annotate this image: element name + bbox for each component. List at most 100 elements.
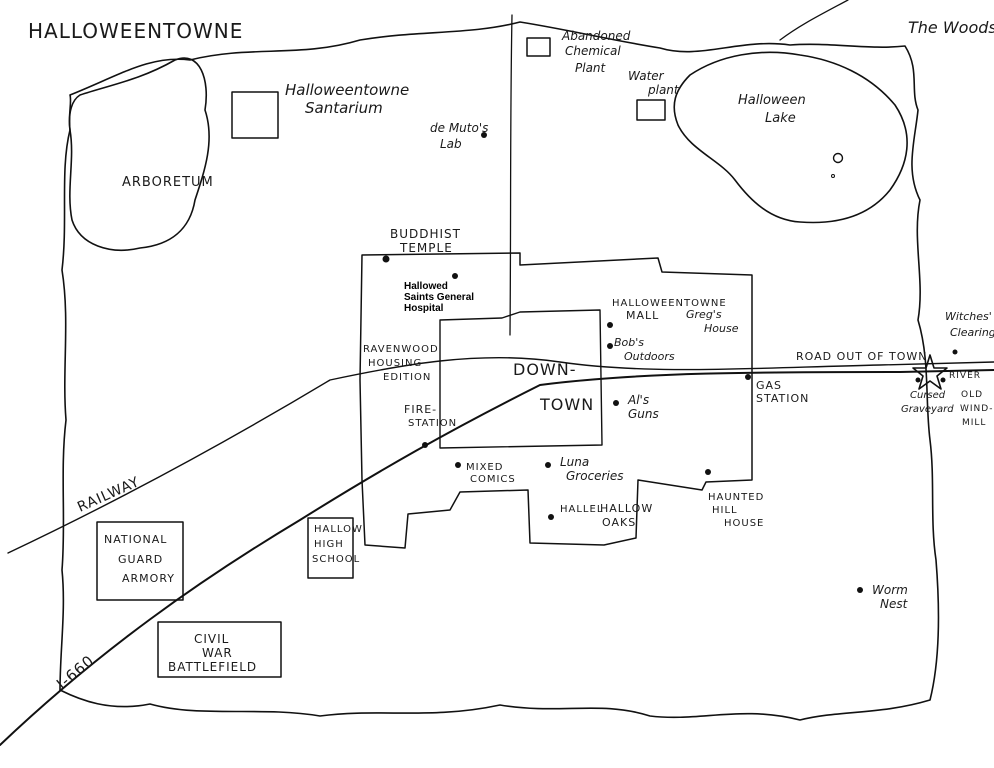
armory-building (96, 521, 184, 601)
demutos-lab-label-1: de Muto's (430, 121, 488, 135)
als-guns-label-1: Al's (627, 393, 649, 407)
railway-line (7, 356, 994, 554)
hospital-label-1: Hallowed (404, 281, 448, 292)
lake-label-1: Halloween (738, 93, 806, 108)
armory-label-1: NATIONAL (104, 533, 167, 546)
mall-marker (607, 322, 613, 328)
gas-station-label-2: STATION (756, 392, 809, 405)
chemical-plant-label-1: Abandoned (561, 29, 631, 43)
hallow-oaks-label-2: OAKS (602, 516, 636, 529)
mixed-comics-marker (455, 462, 461, 468)
luna-groceries-label-1: Luna (560, 455, 589, 469)
mall-label-1: HALLOWEENTOWNE (612, 298, 727, 309)
santarium-label-2: Santarium (305, 99, 383, 117)
battlefield-area (157, 621, 282, 678)
worm-nest-marker (857, 587, 863, 593)
mall-label-2: MALL (626, 309, 659, 322)
windmill-label-2: WIND- (960, 404, 993, 414)
halloween-lake (673, 51, 908, 224)
haunted-hill-label-2: HILL (712, 505, 738, 516)
worm-nest-label-2: Nest (880, 597, 909, 611)
luna-groceries-label-2: Groceries (566, 469, 623, 483)
chemical-plant-building (526, 37, 551, 57)
ravenwood-label-3: EDITION (383, 372, 431, 383)
battlefield-label-3: BATTLEFIELD (168, 660, 257, 674)
woods-label: The Woods (908, 18, 994, 37)
witches-clearing-label-2: Clearing (950, 326, 994, 339)
arboretum-label: ARBORETUM (122, 175, 214, 190)
buddhist-temple-label-1: BUDDHIST (390, 227, 461, 241)
gas-station-marker (745, 374, 751, 380)
gregs-house-label-2: House (704, 322, 739, 335)
railway-label: RAILWAY (75, 474, 142, 516)
chemical-plant-label-3: Plant (575, 61, 607, 75)
bobs-outdoors-label-1: Bob's (614, 336, 644, 349)
high-school-label-2: HIGH (314, 539, 344, 550)
district-boundary (359, 252, 753, 549)
fire-station-label-1: FIRE- (404, 403, 437, 416)
hallel-label: HALLEL (560, 504, 603, 515)
high-school-label-3: SCHOOL (312, 554, 360, 565)
graveyard-star-icon (912, 354, 948, 390)
haunted-hill-label-1: HAUNTED (708, 492, 764, 503)
armory-label-3: ARMORY (122, 572, 175, 585)
hospital-label-3: Hospital (404, 303, 444, 314)
hospital-label-2: Saints General (404, 292, 474, 303)
arboretum-area (68, 57, 210, 251)
graveyard-label-1: Cursed (910, 390, 946, 401)
road-out-label: ROAD OUT OF TOWN (796, 350, 928, 363)
als-guns-label-2: Guns (628, 407, 659, 421)
armory-label-2: GUARD (118, 553, 163, 566)
graveyard-marker (915, 377, 921, 383)
river-label: RIVER (949, 371, 981, 381)
hospital-marker (452, 273, 458, 279)
chemical-plant-label-2: Chemical (565, 44, 621, 58)
witches-clearing-marker (952, 349, 958, 355)
santarium-building (231, 91, 279, 139)
mixed-comics-label-2: COMICS (470, 474, 516, 485)
haunted-hill-marker (705, 469, 711, 475)
fire-station-marker (422, 442, 428, 448)
gregs-house-label-1: Greg's (686, 308, 722, 321)
hallow-oaks-label-1: HALLOW (600, 502, 653, 515)
water-plant-label-1: Water (628, 69, 665, 83)
fire-station-label-2: STATION (408, 418, 457, 429)
river-marker (940, 377, 946, 383)
downtown-label-2: TOWN (539, 395, 594, 414)
mixed-comics-label-1: MIXED (466, 462, 503, 473)
map-title: HALLOWEENTOWNE (28, 19, 243, 43)
als-guns-marker (613, 400, 619, 406)
downtown-label-1: DOWN- (513, 360, 576, 379)
ravenwood-label-1: RAVENWOOD (363, 344, 439, 355)
north-road (509, 14, 513, 336)
battlefield-label-1: CIVIL (194, 632, 229, 646)
luna-groceries-marker (545, 462, 551, 468)
buddhist-temple-marker (382, 255, 390, 263)
water-plant-building (636, 99, 666, 121)
graveyard-label-2: Graveyard (901, 404, 954, 415)
woods-path (779, 0, 849, 41)
high-school-label-1: HALLOW (314, 524, 363, 535)
demutos-lab-label-2: Lab (440, 137, 462, 151)
ravenwood-label-2: HOUSING (368, 358, 422, 369)
interstate-line (0, 369, 994, 746)
witches-clearing-label-1: Witches' (945, 310, 992, 323)
santarium-label-1: Halloweentowne (285, 81, 409, 99)
hallel-marker (548, 514, 554, 520)
haunted-hill-label-3: HOUSE (724, 518, 764, 529)
high-school-building (307, 517, 354, 579)
bobs-outdoors-marker (607, 343, 613, 349)
bobs-outdoors-label-2: Outdoors (624, 350, 675, 363)
water-plant-label-2: plant (647, 83, 680, 97)
downtown-box (439, 309, 603, 449)
lake-island (832, 152, 844, 164)
worm-nest-label-1: Worm (872, 583, 908, 597)
windmill-label-1: OLD (961, 390, 983, 400)
gas-station-label-1: GAS (756, 379, 782, 392)
battlefield-label-2: WAR (202, 646, 233, 660)
lake-island-small (831, 174, 835, 178)
town-boundary (59, 21, 940, 721)
lake-label-2: Lake (765, 111, 796, 126)
demutos-lab-marker (481, 132, 487, 138)
